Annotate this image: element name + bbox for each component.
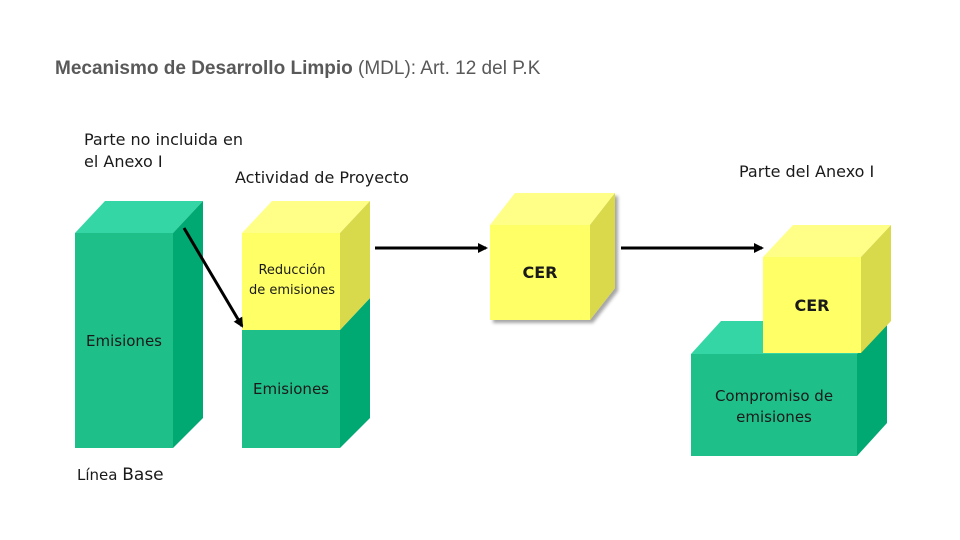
cer-transfer-block <box>490 193 615 320</box>
title-bold: Mecanismo de Desarrollo Limpio <box>55 58 353 79</box>
commitment-line-2: emisiones <box>736 408 812 426</box>
non-annex-line-2: el Anexo I <box>84 152 163 171</box>
reduction-block-front <box>242 233 340 330</box>
baseline-emissions-block <box>75 201 203 448</box>
non-annex-line-1: Parte no incluida en <box>84 130 243 149</box>
reduction-text: Reducción de emisiones <box>234 261 350 301</box>
commitment-block-front <box>691 354 857 456</box>
cer-annex-side <box>861 225 891 353</box>
baseline-to-project-arrow <box>182 227 244 328</box>
baseline-emissions-text: Emisiones <box>86 332 162 350</box>
project-emissions-text: Emisiones <box>253 380 329 398</box>
baseline-label: Línea Base <box>77 465 164 485</box>
cer-transfer-text: CER <box>522 263 558 282</box>
reduction-block-side <box>340 201 370 330</box>
cer-transfer-top <box>490 193 615 225</box>
commitment-block-side <box>857 321 887 456</box>
title-rest: (MDL): Art. 12 del P.K <box>352 58 541 79</box>
baseline-block-top <box>75 201 203 233</box>
reduction-block <box>242 201 370 330</box>
cer-annex-text: CER <box>794 296 830 315</box>
cer-annex-top <box>763 225 891 257</box>
reduction-block-top <box>242 201 370 233</box>
project-activity-label: Actividad de Proyecto <box>235 168 409 187</box>
reduction-line-1: Reducción <box>258 263 326 278</box>
cer-transfer-side <box>590 193 615 320</box>
commitment-line-1: Compromiso de <box>714 387 834 405</box>
reduction-line-2: de emisiones <box>248 283 335 298</box>
annex-party-label: Parte del Anexo I <box>739 162 875 181</box>
baseline-block-side <box>173 201 203 448</box>
page-title: Mecanismo de Desarrollo Limpio (MDL): Ar… <box>55 58 540 80</box>
project-block-front <box>242 330 340 448</box>
cer-annex-block <box>763 225 891 353</box>
commitment-text: Compromiso de emisiones <box>691 386 857 428</box>
non-annex-party-label: Parte no incluida en el Anexo I <box>84 129 243 173</box>
baseline-block-front <box>75 233 173 448</box>
cer-annex-front <box>763 257 861 353</box>
project-emissions-block <box>242 298 370 448</box>
baseline-label-prefix: Línea <box>77 466 123 484</box>
baseline-label-suffix: Base <box>122 465 164 485</box>
project-block-side <box>340 298 370 448</box>
cer-transfer-front <box>490 225 590 320</box>
